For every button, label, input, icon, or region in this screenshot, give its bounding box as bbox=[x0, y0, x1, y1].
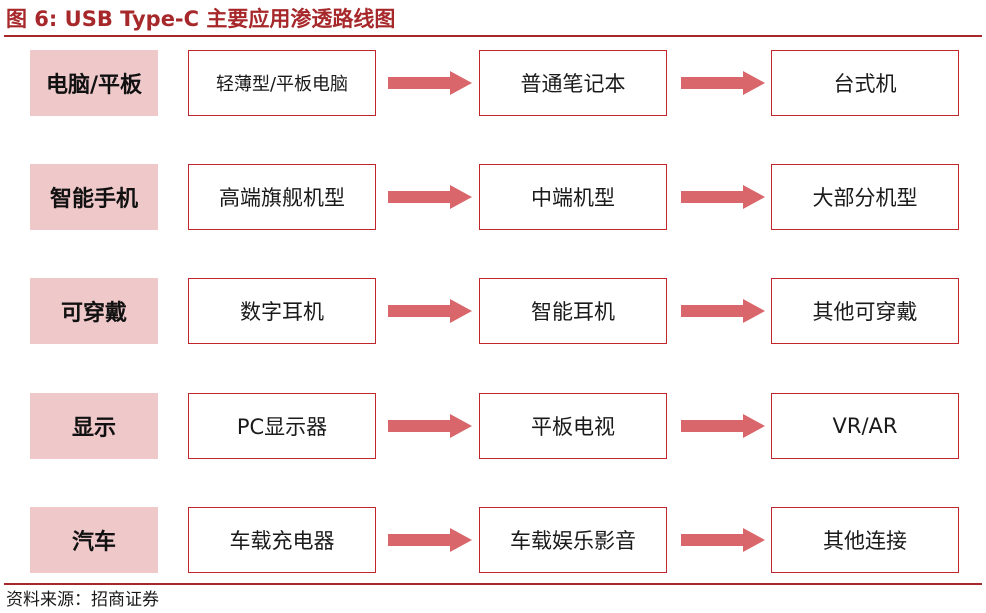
stage-box: 轻薄型/平板电脑 bbox=[188, 50, 376, 116]
stage-label: 智能耳机 bbox=[531, 300, 615, 324]
right-arrow-icon bbox=[388, 299, 472, 323]
figure-title: 图 6: USB Type-C 主要应用渗透路线图 bbox=[6, 4, 395, 34]
stage-label: 高端旗舰机型 bbox=[219, 186, 345, 210]
roadmap-row-smartphone: 智能手机 高端旗舰机型 中端机型 大部分机型 bbox=[0, 164, 986, 230]
category-label: 显示 bbox=[30, 393, 158, 459]
roadmap-row-wearable: 可穿戴 数字耳机 智能耳机 其他可穿戴 bbox=[0, 278, 986, 344]
stage-label: 车载充电器 bbox=[229, 529, 335, 553]
stage-label: 其他可穿戴 bbox=[812, 300, 918, 324]
right-arrow-icon bbox=[388, 414, 472, 438]
category-label: 汽车 bbox=[30, 507, 158, 573]
right-arrow-icon bbox=[388, 185, 472, 209]
stage-box: VR/AR bbox=[771, 393, 959, 459]
stage-box: PC显示器 bbox=[188, 393, 376, 459]
right-arrow-icon bbox=[681, 414, 765, 438]
category-label: 可穿戴 bbox=[30, 278, 158, 344]
right-arrow-icon bbox=[388, 528, 472, 552]
stage-box: 其他连接 bbox=[771, 507, 959, 573]
roadmap-row-automotive: 汽车 车载充电器 车载娱乐影音 其他连接 bbox=[0, 507, 986, 573]
stage-box: 平板电视 bbox=[479, 393, 667, 459]
stage-label: 轻薄型/平板电脑 bbox=[215, 74, 349, 95]
right-arrow-icon bbox=[388, 71, 472, 95]
source-note: 资料来源：招商证券 bbox=[6, 590, 159, 610]
stage-box: 中端机型 bbox=[479, 164, 667, 230]
stage-label: 普通笔记本 bbox=[520, 72, 626, 96]
stage-label: 车载娱乐影音 bbox=[510, 529, 636, 553]
right-arrow-icon bbox=[681, 528, 765, 552]
category-label: 电脑/平板 bbox=[30, 50, 158, 116]
stage-label: 台式机 bbox=[833, 72, 897, 96]
roadmap-row-pc-tablet: 电脑/平板 轻薄型/平板电脑 普通笔记本 台式机 bbox=[0, 50, 986, 116]
top-divider bbox=[4, 35, 982, 37]
stage-box: 其他可穿戴 bbox=[771, 278, 959, 344]
stage-label: 中端机型 bbox=[531, 186, 615, 210]
stage-box: 大部分机型 bbox=[771, 164, 959, 230]
roadmap-row-display: 显示 PC显示器 平板电视 VR/AR bbox=[0, 393, 986, 459]
stage-label: PC显示器 bbox=[236, 415, 328, 439]
stage-label: 大部分机型 bbox=[812, 186, 918, 210]
bottom-divider bbox=[4, 583, 982, 585]
stage-label: 其他连接 bbox=[823, 529, 907, 553]
stage-label: 平板电视 bbox=[531, 415, 615, 439]
right-arrow-icon bbox=[681, 299, 765, 323]
stage-label: 数字耳机 bbox=[240, 300, 324, 324]
right-arrow-icon bbox=[681, 71, 765, 95]
stage-box: 高端旗舰机型 bbox=[188, 164, 376, 230]
category-label: 智能手机 bbox=[30, 164, 158, 230]
stage-box: 普通笔记本 bbox=[479, 50, 667, 116]
stage-label: VR/AR bbox=[832, 414, 898, 438]
stage-box: 车载娱乐影音 bbox=[479, 507, 667, 573]
stage-box: 车载充电器 bbox=[188, 507, 376, 573]
figure-title-text: USB Type-C 主要应用渗透路线图 bbox=[64, 7, 396, 31]
figure-number: 图 6: bbox=[6, 7, 58, 31]
stage-box: 数字耳机 bbox=[188, 278, 376, 344]
stage-box: 智能耳机 bbox=[479, 278, 667, 344]
stage-box: 台式机 bbox=[771, 50, 959, 116]
right-arrow-icon bbox=[681, 185, 765, 209]
